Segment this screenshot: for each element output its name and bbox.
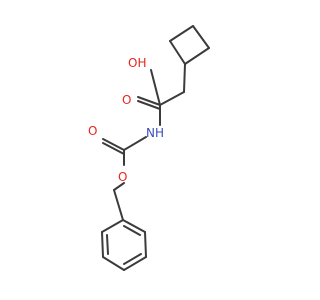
- benzene-ring: [101, 219, 147, 271]
- molecule-structure: OH O NH O O: [88, 25, 210, 271]
- carboxylic-acid-group: OH O: [122, 56, 161, 110]
- carbamate-group: O O: [88, 124, 127, 191]
- ester-oxygen-label: O: [118, 170, 127, 184]
- cyclobutane-ring: [169, 25, 210, 65]
- acid-carbonyl-oxygen-label: O: [122, 93, 131, 107]
- benzyl-methylene-bond: [113, 189, 124, 221]
- carbamate-carbonyl-oxygen-label: O: [88, 124, 97, 138]
- side-chain-bonds: [159, 63, 186, 106]
- hydroxyl-label: OH: [128, 56, 146, 70]
- amine-label: NH: [146, 126, 164, 140]
- amine-link: NH: [123, 104, 164, 151]
